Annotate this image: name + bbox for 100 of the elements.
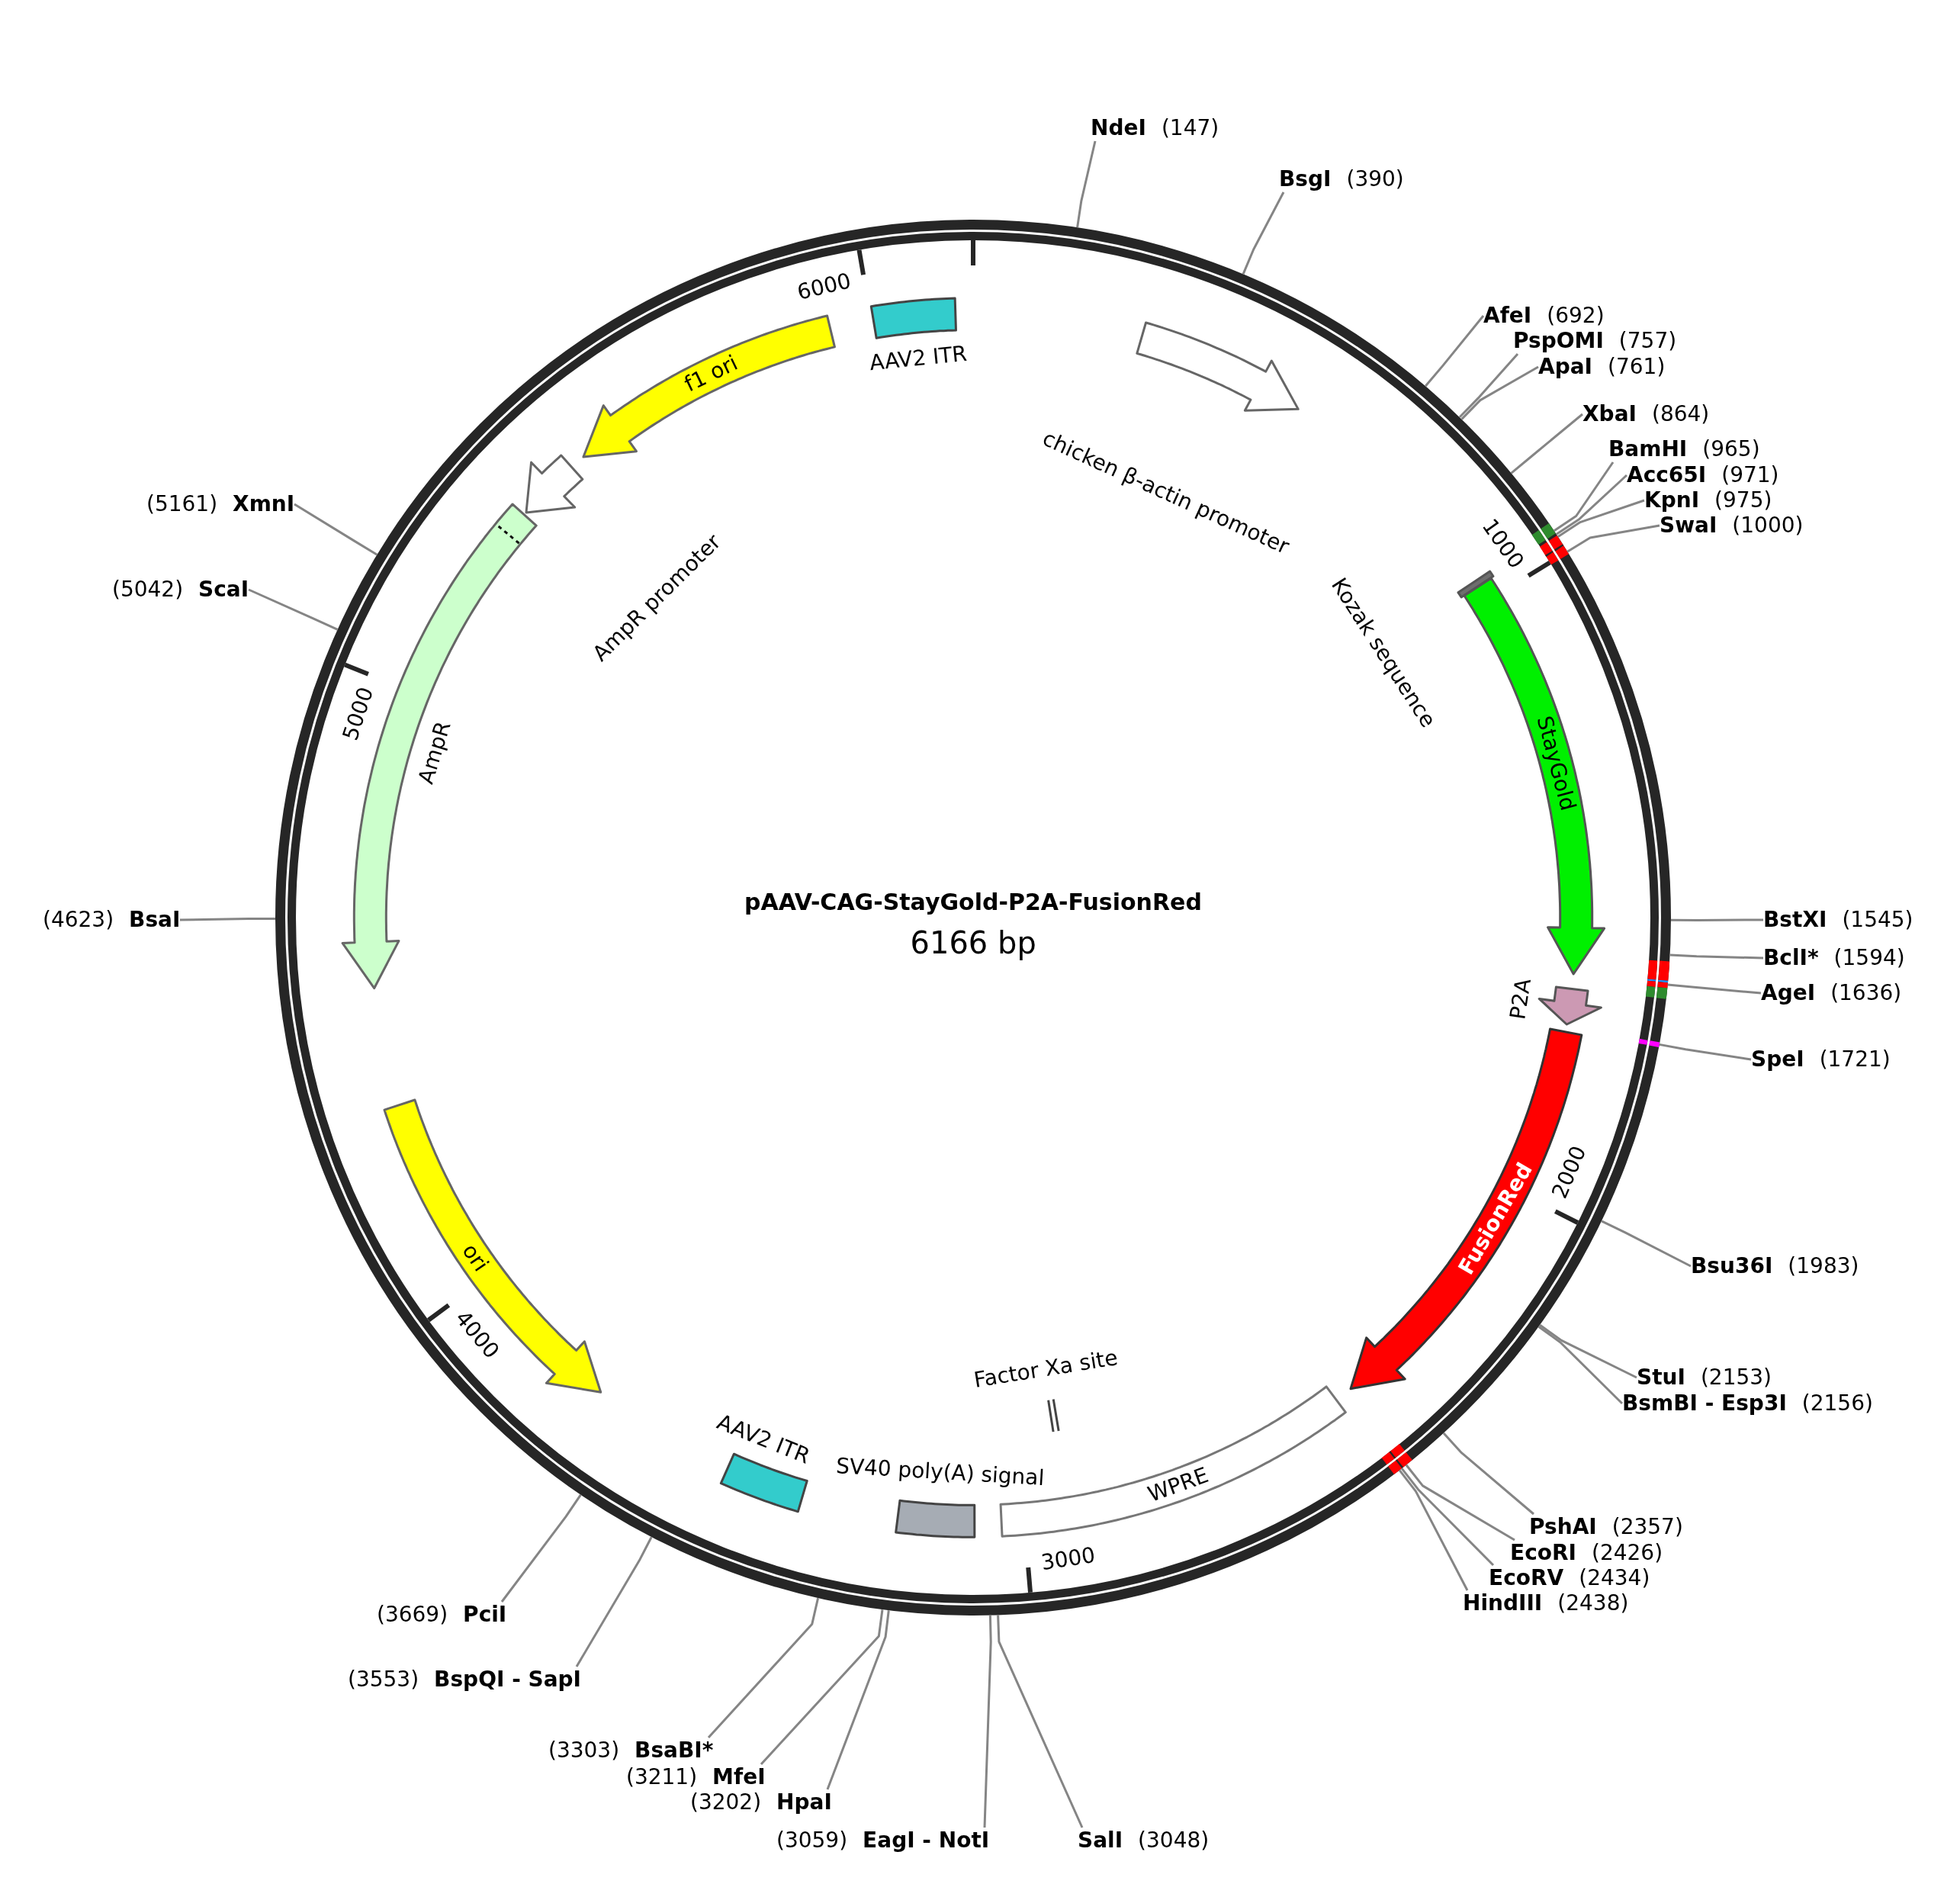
enzyme-name: PciI [463, 1602, 507, 1628]
leader-line [1671, 918, 1763, 921]
enzyme-name: XmnI [233, 491, 295, 517]
leader-line [294, 503, 378, 556]
cut-position: (965) [1702, 436, 1760, 462]
enzyme-name: BspQI - SapI [434, 1667, 582, 1693]
plasmid-size: 6166 bp [910, 924, 1036, 961]
cut-position: (2153) [1700, 1365, 1772, 1390]
leader-line [1557, 499, 1645, 538]
feature-label: P2A [1505, 976, 1537, 1022]
enzyme-name: AfeI [1483, 303, 1532, 329]
leader-line [1400, 1468, 1495, 1567]
cut-position: (1000) [1732, 513, 1804, 539]
leader-line [1601, 1220, 1692, 1268]
cut-position: (2357) [1611, 1514, 1683, 1540]
leader-line [1460, 365, 1539, 420]
enzyme-name: BsgI [1279, 166, 1332, 192]
enzyme-name: BstXI [1763, 907, 1827, 933]
enzyme-name: NdeI [1091, 115, 1146, 141]
feature-label: f1 ori [680, 350, 743, 397]
enzyme-name: PshAI [1529, 1514, 1597, 1540]
feature-label: SV40 poly(A) signal [835, 1452, 1046, 1491]
leader-line [1667, 983, 1762, 995]
enzyme-name: AgeI [1761, 980, 1816, 1006]
map-title: pAAV-CAG-StayGold-P2A-FusionRed [744, 889, 1202, 916]
leader-line [575, 1536, 653, 1667]
enzyme-name: MfeI [712, 1764, 766, 1790]
leader-line [1537, 1326, 1624, 1405]
leader-line [1553, 461, 1615, 532]
leader-line [1442, 1432, 1534, 1516]
cut-position: (5042) [112, 577, 184, 603]
cut-position: (1636) [1830, 980, 1902, 1006]
enzyme-name: PspOMI [1513, 328, 1604, 354]
cut-position: (761) [1608, 354, 1666, 380]
cut-position: (3048) [1138, 1828, 1210, 1853]
cut-position: (147) [1161, 115, 1219, 141]
tick-label: 6000 [795, 268, 854, 306]
cut-position: (3669) [377, 1602, 448, 1628]
leader-line [1398, 1469, 1469, 1591]
enzyme-name: KpnI [1644, 487, 1700, 513]
leader-line [1424, 315, 1485, 387]
cut-position: (3202) [690, 1789, 762, 1815]
leader-line [707, 1597, 820, 1738]
feature-label: ori [456, 1239, 493, 1277]
cut-position: (1594) [1833, 945, 1905, 971]
leader-line [1076, 140, 1097, 228]
cut-position: (1983) [1788, 1253, 1859, 1279]
cut-position: (3553) [348, 1667, 419, 1693]
cut-position: (1545) [1842, 907, 1913, 933]
feature-label: WPRE [1144, 1461, 1213, 1508]
leader-line [1242, 191, 1285, 275]
cut-position: (2426) [1591, 1540, 1663, 1566]
leader-line [1566, 524, 1660, 553]
cut-position: (5161) [146, 491, 218, 517]
enzyme-name: ScaI [198, 577, 249, 603]
enzyme-name: BamHI [1608, 436, 1688, 462]
cut-position: (390) [1346, 166, 1404, 192]
cut-position: (2438) [1557, 1590, 1629, 1616]
enzyme-name: EcoRI [1510, 1540, 1576, 1566]
leader-line [1659, 1043, 1752, 1061]
cut-position: (2156) [1801, 1390, 1873, 1416]
enzyme-name: HindIII [1463, 1590, 1543, 1616]
tick-label: 3000 [1039, 1542, 1097, 1576]
enzyme-name: BsaI [129, 907, 181, 933]
enzyme-name: XbaI [1582, 401, 1637, 427]
leader-line [1405, 1464, 1515, 1542]
feature-label: AAV2 ITR [868, 340, 969, 376]
feature-label: AAV2 ITR [713, 1409, 814, 1470]
enzyme-name: EcoRV [1489, 1565, 1564, 1591]
cut-position: (3211) [626, 1764, 698, 1790]
leader-line [1510, 413, 1583, 474]
leader-line [826, 1610, 890, 1790]
enzyme-name: Bsu36I [1691, 1253, 1773, 1279]
cut-position: (757) [1618, 328, 1677, 354]
enzyme-name: SpeI [1751, 1046, 1804, 1072]
enzyme-name: HpaI [776, 1789, 832, 1815]
cut-position: (3059) [776, 1828, 848, 1853]
cut-position: (692) [1547, 303, 1605, 329]
leader-line [760, 1609, 884, 1765]
cut-position: (1721) [1819, 1046, 1891, 1072]
enzyme-name: Acc65I [1627, 462, 1707, 488]
tick-label: 5000 [337, 683, 379, 744]
enzyme-name: BsmBI - Esp3I [1622, 1390, 1787, 1416]
enzyme-name: SalI [1078, 1828, 1123, 1853]
tick-label: 2000 [1547, 1142, 1592, 1203]
cut-position: (3303) [548, 1738, 620, 1763]
enzyme-name: SwaI [1660, 513, 1717, 539]
cut-position: (2434) [1579, 1565, 1650, 1591]
leader-line [997, 1615, 1084, 1828]
cut-position: (864) [1651, 401, 1710, 427]
cut-position: (971) [1721, 462, 1779, 488]
enzyme-name: ApaI [1538, 354, 1593, 380]
cut-position: (975) [1714, 487, 1772, 513]
enzyme-name: BsaBI* [635, 1738, 714, 1763]
leader-line [500, 1493, 582, 1603]
leader-line [248, 588, 339, 631]
leader-line [1539, 1323, 1637, 1379]
leader-line [1458, 353, 1519, 419]
enzyme-name: StuI [1637, 1365, 1685, 1390]
leader-line [1555, 474, 1627, 535]
